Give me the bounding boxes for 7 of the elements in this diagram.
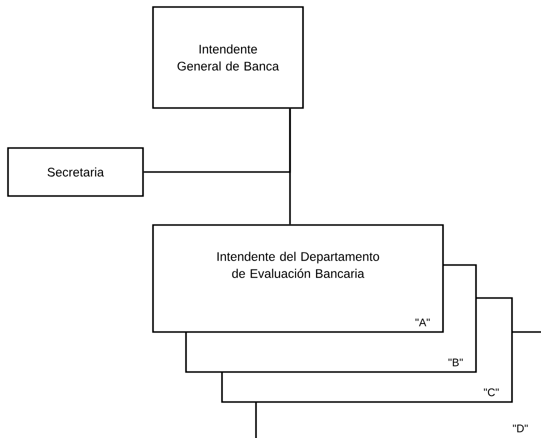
card: "D" <box>255 402 528 438</box>
box: Secretaria <box>7 147 144 197</box>
card: "C" <box>221 372 513 403</box>
box: Intendente General de Banca <box>152 6 304 109</box>
connector-line <box>144 108 291 173</box>
card: "B" <box>185 332 477 373</box>
card: Intendente del Departamento de Evaluación Bancaria "A" <box>152 224 444 333</box>
